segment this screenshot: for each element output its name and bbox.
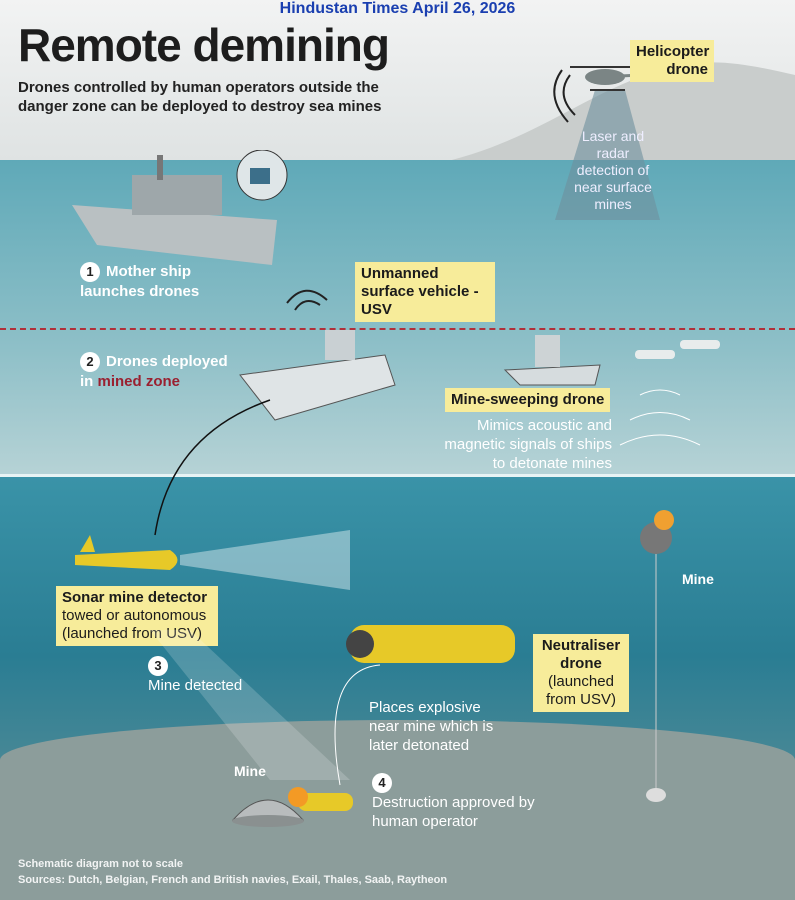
source-header: Hindustan Times April 26, 2026 [279, 0, 516, 17]
step-text: Destruction approved by human operator [372, 794, 535, 830]
mined-zone-text: mined zone [97, 373, 181, 390]
seabed [0, 720, 795, 900]
footer-note: Schematic diagram not to scale [18, 858, 184, 870]
helicopter-drone-icon [553, 66, 661, 220]
neutraliser-action: Places explosive near mine which is late… [369, 699, 494, 754]
neutraliser-box: Neutraliser drone(launched from USV) [533, 634, 629, 712]
step-text: Mine detected [148, 677, 243, 694]
mined-zone-boundary [0, 328, 795, 330]
mine-sweeping-drone-icon [503, 335, 720, 446]
waterline [0, 474, 795, 477]
step-number: 1 [80, 262, 100, 282]
step-text: Drones deployed in [80, 353, 228, 390]
sonar-desc: towed or autonomous (launched from USV) [62, 607, 207, 642]
helicopter-drone-label: Helicopter drone [630, 40, 714, 82]
footer-sources: Sources: Dutch, Belgian, French and Brit… [18, 874, 448, 886]
sonar-mine-detector-icon [75, 530, 350, 590]
neutraliser-cable [334, 664, 381, 786]
usv-icon [239, 289, 396, 421]
mother-ship-icon [72, 150, 288, 265]
seabed-mine-icon [231, 787, 353, 827]
helicopter-detection-text: Laser and radar detection of near surfac… [574, 128, 652, 212]
usv-label: Unmanned surface vehicle - USV [355, 262, 495, 322]
subtitle: Drones controlled by human operators out… [18, 79, 382, 115]
mine-label-moored: Mine [682, 571, 714, 587]
mine-sweeping-label: Mine-sweeping drone [445, 388, 611, 412]
moored-mine-icon [640, 510, 674, 802]
page-title: Remote demining [18, 19, 390, 71]
step-number: 3 [148, 656, 168, 676]
neutraliser-desc: (launched from USV) [545, 673, 616, 708]
mine-sweeping-desc: Mimics acoustic and magnetic signals of … [444, 417, 612, 472]
neutraliser-label: Neutraliser drone [541, 637, 621, 672]
mine-label-seabed: Mine [234, 763, 266, 779]
sonar-label: Sonar mine detector [62, 589, 208, 606]
tow-cable [154, 399, 271, 536]
step-number: 4 [372, 773, 392, 793]
step-text: Mother ship launches drones [80, 263, 200, 300]
sonar-beam [150, 630, 350, 780]
neutraliser-drone-icon [346, 625, 515, 663]
step-number: 2 [80, 352, 100, 372]
